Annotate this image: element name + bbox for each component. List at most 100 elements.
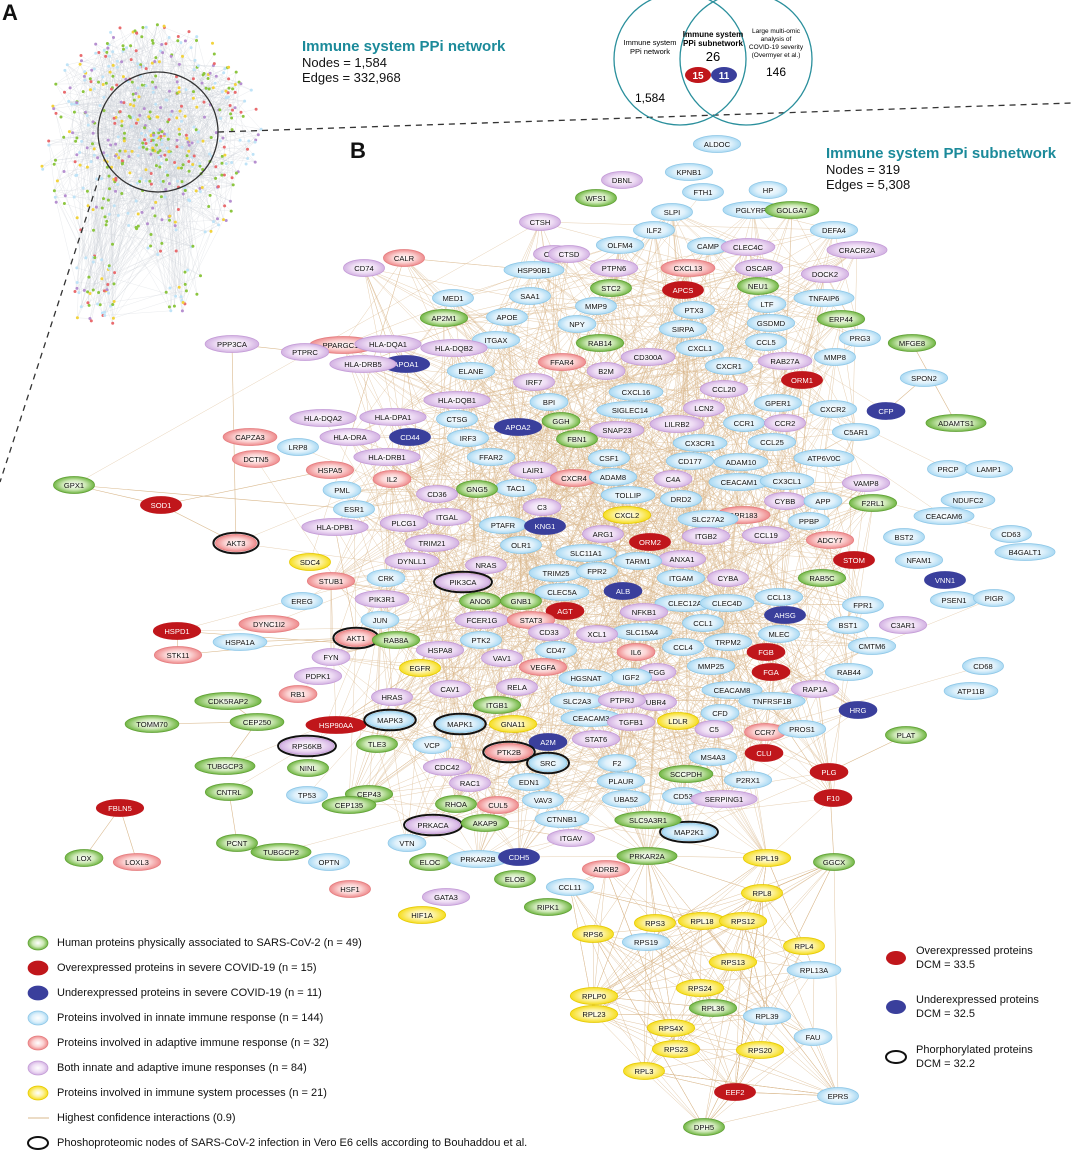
panel-a-node bbox=[113, 117, 116, 120]
node-label: ANO6 bbox=[470, 597, 491, 606]
panel-a-node bbox=[115, 84, 118, 87]
panel-a-node bbox=[120, 60, 123, 63]
node-label: LAMP1 bbox=[977, 465, 1002, 474]
panel-a-node bbox=[142, 65, 145, 68]
panel-a-node bbox=[150, 183, 153, 186]
node-label: SDC4 bbox=[300, 558, 320, 567]
node-pcnt: PCNT bbox=[216, 835, 257, 852]
node-label: CRK bbox=[378, 574, 394, 583]
node-ggh: GGH bbox=[542, 413, 580, 430]
node-label: MMP8 bbox=[824, 353, 846, 362]
node-label: DYNLL1 bbox=[398, 557, 427, 566]
node-label: SOD1 bbox=[151, 501, 172, 510]
node-snap23: SNAP23 bbox=[590, 422, 644, 439]
node-label: SIRPA bbox=[672, 325, 695, 334]
panel-a-node bbox=[132, 116, 135, 119]
panel-a-node bbox=[148, 180, 151, 183]
panel-a-edge bbox=[182, 220, 224, 301]
panel-a-node bbox=[93, 154, 96, 157]
node-cd36: CD36 bbox=[416, 486, 457, 503]
panel-a-node bbox=[239, 139, 242, 142]
node-xcl1: XCL1 bbox=[576, 626, 617, 643]
panel-a-node bbox=[195, 189, 198, 192]
panel-a-node bbox=[231, 87, 234, 90]
panel-a-node bbox=[173, 161, 176, 164]
node-label: CTSG bbox=[446, 415, 467, 424]
node-hla-dpa1: HLA-DPA1 bbox=[360, 409, 426, 426]
node-label: HIF1A bbox=[411, 911, 433, 920]
node-label: CCL25 bbox=[760, 438, 784, 447]
panel-a-node bbox=[222, 218, 225, 221]
node-eprs: EPRS bbox=[817, 1088, 858, 1105]
node-label: ADAMTS1 bbox=[938, 419, 974, 428]
panel-a-node bbox=[234, 106, 237, 109]
node-cxcr1: CXCR1 bbox=[705, 358, 753, 375]
panel-a-node bbox=[209, 72, 212, 75]
node-label: VEGFA bbox=[530, 663, 556, 672]
node-label: PPBP bbox=[799, 517, 819, 526]
node-ptk2: PTK2 bbox=[460, 632, 501, 649]
node-label: PROS1 bbox=[789, 725, 815, 734]
node-label: HSP90B1 bbox=[517, 266, 550, 275]
node-label: RPL3 bbox=[635, 1067, 654, 1076]
node-hla-dpb1: HLA-DPB1 bbox=[302, 519, 368, 536]
panel-a-node bbox=[223, 154, 226, 157]
node-label: FGB bbox=[758, 648, 774, 657]
legend-item-immune-processes: Proteins involved in immune system proce… bbox=[28, 1083, 327, 1103]
node-bpi: BPI bbox=[530, 394, 568, 411]
node-tnfaip6: TNFAIP6 bbox=[794, 290, 854, 307]
panel-a-node bbox=[69, 86, 72, 89]
node-label: FTH1 bbox=[694, 188, 713, 197]
panel-a-node bbox=[108, 213, 111, 216]
node-mapk3: MAPK3 bbox=[364, 710, 416, 731]
panel-a-node bbox=[211, 42, 214, 45]
network-edge bbox=[834, 862, 838, 1096]
node-stom: STOM bbox=[833, 552, 874, 569]
panel-a-node bbox=[76, 281, 79, 284]
panel-a-node bbox=[208, 153, 211, 156]
panel-a-node bbox=[227, 66, 230, 69]
panel-a-node bbox=[142, 146, 145, 149]
panel-a-node bbox=[176, 145, 179, 148]
panel-a-node bbox=[229, 112, 232, 115]
node-npy: NPY bbox=[558, 316, 596, 333]
node-label: RPL13A bbox=[800, 966, 829, 975]
panel-a-node bbox=[111, 243, 114, 246]
node-label: CD177 bbox=[678, 457, 702, 466]
network-edge bbox=[704, 1096, 838, 1127]
panel-a-node bbox=[80, 59, 83, 62]
node-label: HP bbox=[763, 186, 774, 195]
panel-a-node bbox=[230, 117, 233, 120]
node-nfkb1: NFKB1 bbox=[620, 604, 668, 621]
node-uba52: UBA52 bbox=[602, 791, 650, 808]
panel-a-node bbox=[240, 111, 243, 114]
node-label: CXCL2 bbox=[615, 511, 639, 520]
panel-a-node bbox=[149, 129, 152, 132]
node-label: SERPING1 bbox=[705, 795, 743, 804]
node-label: RHOA bbox=[445, 800, 468, 809]
panel-a-node bbox=[80, 54, 83, 57]
legend-right-dcm: DCM = 32.5 bbox=[916, 1008, 975, 1020]
node-label: SLC11A1 bbox=[570, 549, 602, 558]
node-label: CNTRL bbox=[216, 788, 241, 797]
panel-a-node bbox=[92, 261, 95, 264]
panel-a-node bbox=[181, 146, 184, 149]
panel-a-node bbox=[168, 219, 171, 222]
node-label: CCL1 bbox=[693, 619, 712, 628]
panel-a-node bbox=[192, 90, 195, 93]
node-label: C3AR1 bbox=[891, 621, 915, 630]
panel-b-letter: B bbox=[350, 138, 366, 164]
panel-a-node bbox=[223, 204, 226, 207]
node-label: LCN2 bbox=[694, 404, 713, 413]
node-label: LDLR bbox=[668, 717, 688, 726]
node-label: KNG1 bbox=[535, 522, 556, 531]
node-cybb: CYBB bbox=[764, 493, 805, 510]
node-label: TAC1 bbox=[507, 484, 526, 493]
node-label: HSP90AA bbox=[319, 721, 354, 730]
node-label: PRKACA bbox=[417, 821, 449, 830]
node-cmtm6: CMTM6 bbox=[848, 638, 896, 655]
panel-a-node bbox=[219, 140, 222, 143]
panel-a-node bbox=[124, 150, 127, 153]
node-cdc42: CDC42 bbox=[423, 759, 471, 776]
panel-a-node bbox=[74, 160, 77, 163]
